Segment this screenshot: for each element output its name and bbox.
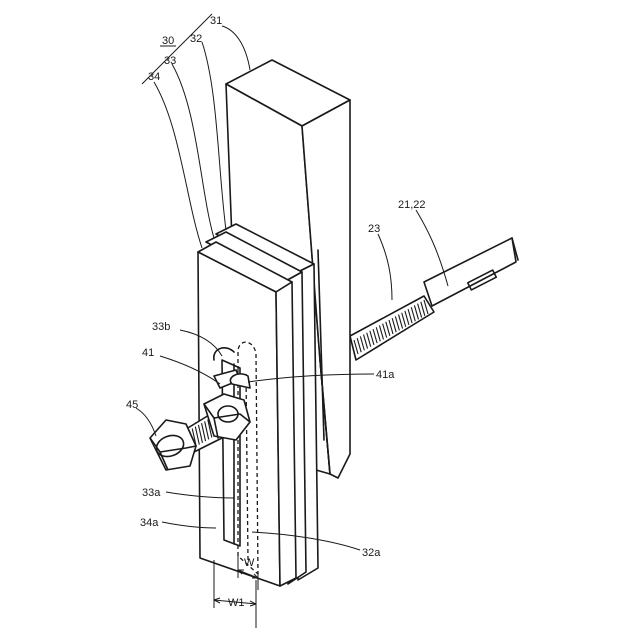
label-32a: 32a: [362, 547, 381, 559]
label-23: 23: [368, 223, 380, 235]
label-41: 41: [142, 347, 154, 359]
label-41a: 41a: [376, 369, 395, 381]
label-30: 30: [162, 35, 174, 47]
label-45: 45: [126, 399, 138, 411]
shaft-21-22: [424, 238, 518, 306]
label-21-22: 21,22: [398, 199, 426, 211]
label-33a: 33a: [142, 487, 161, 499]
label-33b: 33b: [152, 321, 170, 333]
threaded-rod-23: [350, 296, 434, 360]
label-w: W: [244, 557, 255, 569]
label-34: 34: [148, 71, 160, 83]
label-31: 31: [210, 15, 222, 27]
label-w1: W1: [228, 597, 245, 609]
label-33: 33: [164, 55, 176, 67]
label-34a: 34a: [140, 517, 159, 529]
label-32: 32: [190, 33, 202, 45]
